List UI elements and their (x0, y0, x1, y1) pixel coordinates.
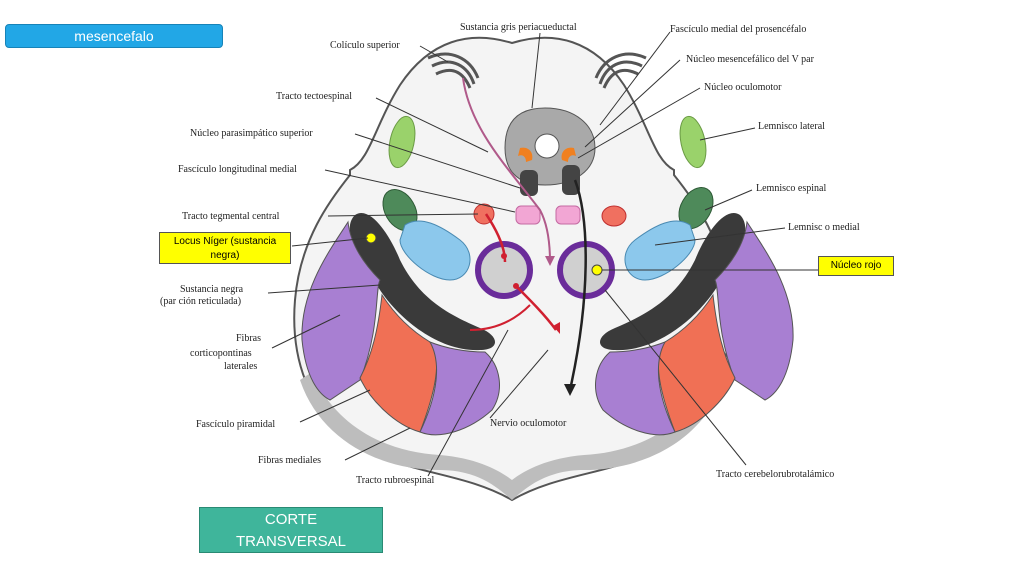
label-fibras-mediales: Fibras mediales (258, 455, 321, 466)
parasympathetic-left (515, 205, 541, 225)
tegmental-tract-right (601, 205, 627, 227)
label-sustancia-negra-1: Sustancia negra (180, 284, 244, 295)
crus-medial-left (419, 341, 500, 436)
corte-transversal-badge: CORTE TRANSVERSAL (199, 507, 383, 553)
label-fasciculo-piramidal: Fascículo piramidal (196, 419, 275, 430)
label-tracto-cerebelo: Tracto cerebelorubrotalámico (716, 469, 834, 480)
label-nucleo-mesencefalico: Núcleo mesencefálico del V par (686, 54, 815, 65)
substantia-nigra-left (349, 213, 495, 351)
nucleo-rojo-callout: Núcleo rojo (818, 256, 894, 276)
label-tracto-tectoespinal: Tracto tectoespinal (276, 91, 352, 102)
crus-lateral-left (301, 220, 381, 401)
medial-lemniscus-right (624, 220, 696, 281)
oculomotor-nucleus-right (561, 147, 576, 162)
label-nervio-oculomotor: Nervio oculomotor (490, 418, 567, 429)
crus-medial-right (595, 341, 676, 436)
leader-lines (267, 31, 818, 477)
label-lemnisco-lateral: Lemnisco lateral (758, 121, 825, 132)
oculomotor-nucleus-left (518, 147, 533, 162)
title-badge: mesencefalo (5, 24, 223, 48)
rubrospinal-tract-2 (515, 285, 558, 331)
label-tracto-rubroespinal: Tracto rubroespinal (356, 475, 434, 486)
mlf-right (562, 165, 580, 195)
colliculus-lines (427, 52, 647, 89)
mlf-left (520, 170, 538, 196)
corte-line2: TRANSVERSAL (235, 533, 347, 550)
label-fibras-cort-2: corticopontinas (190, 348, 252, 359)
label-coliculo: Colículo superior (330, 40, 400, 51)
crus-lateral-right (714, 220, 794, 401)
label-sustancia-negra-2: (par ción reticulada) (160, 296, 241, 307)
oculomotor-nerve (568, 179, 587, 391)
medial-lemniscus-left (399, 220, 471, 281)
label-sustancia-gris: Sustancia gris periacueductal (460, 22, 577, 33)
locus-niger-line2: negra) (210, 250, 240, 261)
substantia-nigra-right (600, 213, 746, 351)
label-nucleo-parasimpatico: Núcleo parasimpático superior (190, 128, 313, 139)
lateral-lemniscus-left (388, 115, 416, 169)
lateral-lemniscus-right (679, 115, 707, 169)
label-fibras-cort-3: laterales (224, 361, 257, 372)
label-tracto-tegmental: Tracto tegmental central (182, 211, 280, 222)
label-fasciculo-prosencefalo: Fascículo medial del prosencéfalo (670, 24, 806, 35)
label-fasciculo-longitudinal: Fascículo longitudinal medial (178, 164, 297, 175)
label-fibras-cort-1: Fibras (236, 333, 261, 344)
label-lemnisco-espinal: Lemnisco espinal (756, 183, 826, 194)
locus-niger-callout: Locus Níger (sustancia negra) (159, 232, 291, 264)
parasympathetic-right (555, 205, 581, 225)
red-nucleus-marker (591, 264, 603, 276)
rubrospinal-tract-1 (484, 213, 507, 263)
tectospinal-tract (462, 77, 551, 263)
corte-line1: CORTE (264, 511, 318, 528)
aqueduct (534, 133, 560, 159)
label-nucleo-oculomotor: Núcleo oculomotor (704, 82, 782, 93)
red-nucleus-left (475, 241, 533, 299)
locus-niger-line1: Locus Níger (sustancia (173, 236, 277, 247)
label-lemnisco-medial: Lemnisc o medial (788, 222, 860, 233)
